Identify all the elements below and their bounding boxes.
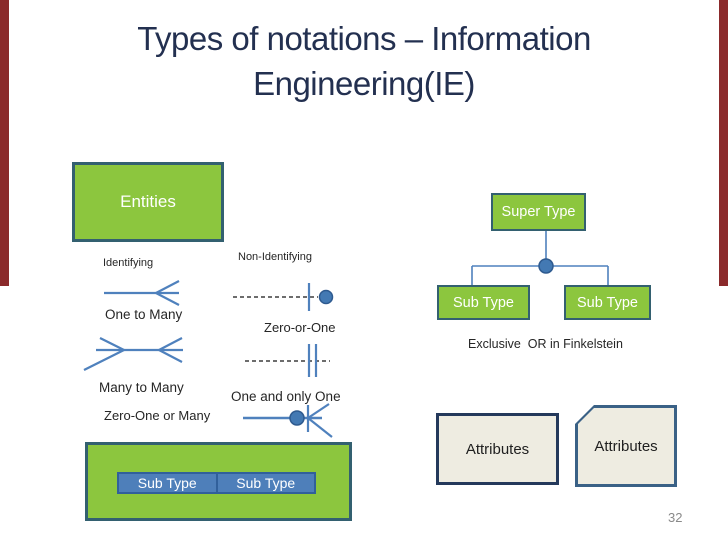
attributes-cut-label: Attributes xyxy=(594,437,658,455)
label-non-identifying: Non-Identifying xyxy=(238,251,312,263)
non-identifying-dashed-circle-icon xyxy=(233,283,334,311)
left-accent-bar xyxy=(0,0,9,286)
entities-label: Entities xyxy=(120,192,176,211)
slide-title: Types of notations – Information Enginee… xyxy=(0,16,728,106)
subtype-bar: Sub Type Sub Type xyxy=(117,472,316,494)
page-number: 32 xyxy=(668,510,683,525)
attributes-crossed-label: Attributes xyxy=(465,440,530,458)
label-zero-one-or-many: Zero-One or Many xyxy=(104,408,211,423)
slide-title-line2: Engineering(IE) xyxy=(253,65,475,102)
sub-type-left-label: Sub Type xyxy=(452,294,514,311)
subtype-bar-right: Sub Type xyxy=(215,474,315,492)
entities-box: Entities xyxy=(72,162,224,242)
one-to-many-crow-foot-icon xyxy=(104,280,180,306)
subtype-bar-left: Sub Type xyxy=(137,475,197,491)
label-many-to-many: Many to Many xyxy=(99,380,184,395)
zero-or-one-bars-icon xyxy=(245,344,330,377)
super-type-box: Super Type xyxy=(491,193,586,231)
slide-title-line1: Types of notations – Information xyxy=(137,20,591,57)
label-one-to-many: One to Many xyxy=(105,307,183,322)
many-to-many-crow-foot-icon xyxy=(83,337,183,371)
label-zero-or-one: Zero-or-One xyxy=(264,320,336,335)
exclusive-or-caption: Exclusive OR in Finkelstein xyxy=(468,337,623,351)
right-accent-bar xyxy=(719,0,728,286)
attributes-box-crossed: Attributes xyxy=(436,413,559,485)
attributes-box-cut-corner-inner: Attributes xyxy=(578,408,674,484)
zero-one-or-many-icon xyxy=(243,403,333,438)
supertype-subtype-connector xyxy=(471,231,609,286)
label-one-and-only-one: One and only One xyxy=(231,389,341,404)
super-type-label: Super Type xyxy=(501,204,576,220)
label-identifying: Identifying xyxy=(103,257,154,269)
sub-type-box-left: Sub Type xyxy=(437,285,530,320)
sub-type-box-right: Sub Type xyxy=(564,285,651,320)
attributes-box-cut-corner: Attributes xyxy=(575,405,677,487)
sub-type-right-label: Sub Type xyxy=(576,294,638,311)
